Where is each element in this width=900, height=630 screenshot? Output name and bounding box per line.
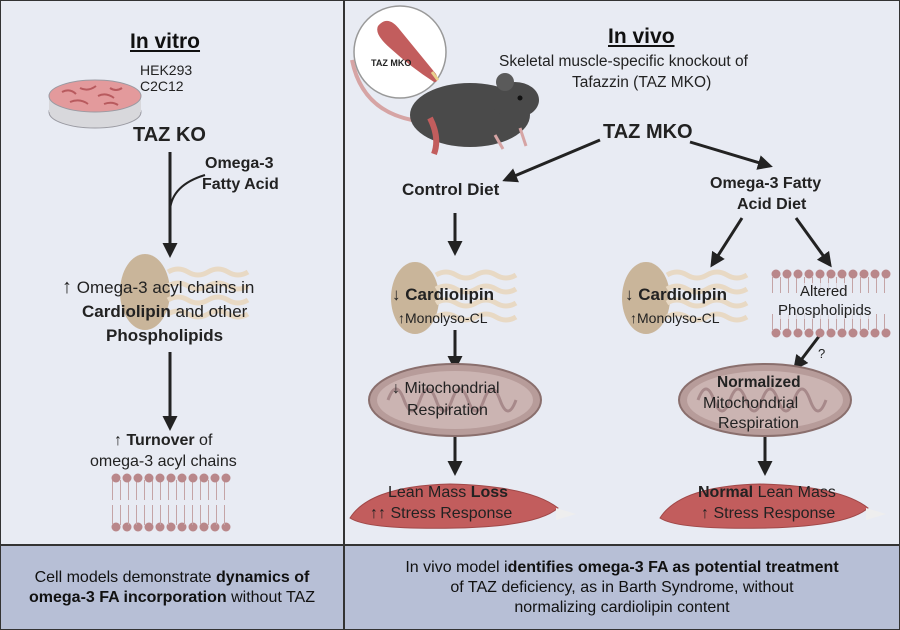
mito-omega-normalized: Normalized	[717, 374, 801, 391]
cardiolipin-omega-text: Cardiolipin	[638, 285, 728, 304]
lean-mass-omega-text: Lean Mass	[753, 484, 836, 501]
lean-mass-control: Lean Mass Loss	[388, 484, 508, 502]
cardiolipin-line: Cardiolipin and other	[82, 302, 247, 322]
omega3-join-line	[169, 174, 206, 211]
and-other-text: and other	[170, 302, 248, 321]
footer-right-bold: dentifies omega-3 FA as potential treatm…	[507, 558, 839, 576]
membrane-bilayer-left	[111, 473, 231, 532]
in-vivo-title: In vivo	[608, 25, 675, 48]
muscle-icon	[353, 5, 447, 99]
membrane-bilayer-right	[771, 269, 892, 338]
mito-control-line1: ↓ Mitochondrial	[392, 380, 500, 397]
taz-ko-label: TAZ KO	[133, 124, 206, 146]
altered-line1: Altered	[800, 283, 848, 300]
in-vitro-footer: Cell models demonstrate dynamics of omeg…	[0, 545, 344, 630]
footer-left-bold2: omega-3 FA incorporation	[29, 588, 227, 606]
turnover-line2: omega-3 acyl chains	[90, 453, 237, 470]
muscle-circle-label: TAZ MKO	[371, 58, 412, 68]
arrow-altered-to-mito	[793, 334, 822, 371]
lean-mass-text: Lean Mass	[388, 484, 471, 501]
arrow-to-omega-diet	[689, 140, 773, 170]
acyl-chains-text: Omega-3 acyl chains in	[76, 278, 255, 297]
cell-line-c2c12: C2C12	[140, 78, 184, 94]
mito-omega-line2: Mitochondrial	[703, 395, 799, 412]
up-arrow: ↑	[62, 276, 72, 298]
arrow-to-control-diet	[502, 138, 601, 183]
mitochondrion-control	[368, 363, 542, 437]
footer-right-line2: of TAZ deficiency, as in Barth Syndrome,…	[450, 578, 794, 596]
arrow-omega-right	[794, 217, 832, 268]
turnover-of: of	[194, 432, 213, 449]
monolyso-omega: ↑Monolyso-CL	[630, 310, 720, 326]
omega-diet-line1: Omega-3 Fatty	[710, 175, 822, 192]
cardiolipin-bold: Cardiolipin	[82, 302, 171, 321]
turnover-arrow: ↑	[114, 432, 127, 449]
control-diet-label: Control Diet	[402, 180, 500, 199]
question-mark: ?	[818, 346, 826, 361]
stress-control: ↑↑ Stress Response	[370, 505, 513, 522]
turnover-bold: Turnover	[126, 432, 195, 449]
footer-right-pre: In vivo model i	[405, 558, 508, 576]
mouse-icon	[350, 59, 539, 156]
omega3-label-line1: Omega-3	[205, 155, 274, 172]
cell-line-hek293: HEK293	[140, 62, 193, 78]
cardiolipin-blob-omega	[622, 262, 747, 334]
mitochondrion-omega	[678, 363, 852, 437]
footer-left-bold1: dynamics of	[216, 568, 310, 586]
lean-mass-omega: Normal Lean Mass	[698, 484, 836, 502]
cardiolipin-control: ↓ Cardiolipin	[392, 285, 494, 305]
subtitle-line2: Tafazzin (TAZ MKO)	[572, 74, 712, 91]
phospholipids-label: Phospholipids	[106, 326, 224, 345]
altered-line2: Phospholipids	[778, 302, 872, 319]
cardiolipin-omega: ↓ Cardiolipin	[625, 285, 727, 305]
cardiolipin-control-text: Cardiolipin	[405, 285, 495, 304]
omega3-label-line2: Fatty Acid	[202, 176, 279, 193]
monolyso-control: ↑Monolyso-CL	[398, 310, 488, 326]
normal-bold: Normal	[698, 484, 754, 501]
muscle-fiber-control	[349, 483, 576, 529]
acyl-chains-line: ↑ Omega-3 acyl chains in	[62, 276, 254, 299]
footer-left-post: without TAZ	[226, 588, 315, 606]
taz-mko-label: TAZ MKO	[603, 121, 693, 143]
omega-diet-line2: Acid Diet	[737, 196, 807, 213]
cardiolipin-blob-control	[391, 262, 516, 334]
loss-bold: Loss	[470, 484, 509, 501]
mito-control-line2: Respiration	[407, 402, 488, 419]
down-arrow-control: ↓	[392, 285, 406, 304]
stress-omega: ↑ Stress Response	[701, 505, 836, 522]
petri-dish-icon	[48, 79, 142, 129]
in-vivo-footer: In vivo model identifies omega-3 FA as p…	[344, 545, 900, 630]
footer-right-line3: normalizing cardiolipin content	[514, 598, 730, 616]
arrow-omega-left	[710, 217, 744, 268]
mito-omega-line3: Respiration	[718, 415, 799, 432]
cardiolipin-blob-left	[120, 254, 248, 330]
footer-left-pre: Cell models demonstrate	[34, 568, 217, 586]
in-vitro-title: In vitro	[130, 30, 201, 53]
turnover-line: ↑ Turnover of	[114, 432, 212, 450]
muscle-fiber-omega	[659, 483, 886, 529]
subtitle-line1: Skeletal muscle-specific knockout of	[499, 53, 748, 70]
down-arrow-omega: ↓	[625, 285, 639, 304]
